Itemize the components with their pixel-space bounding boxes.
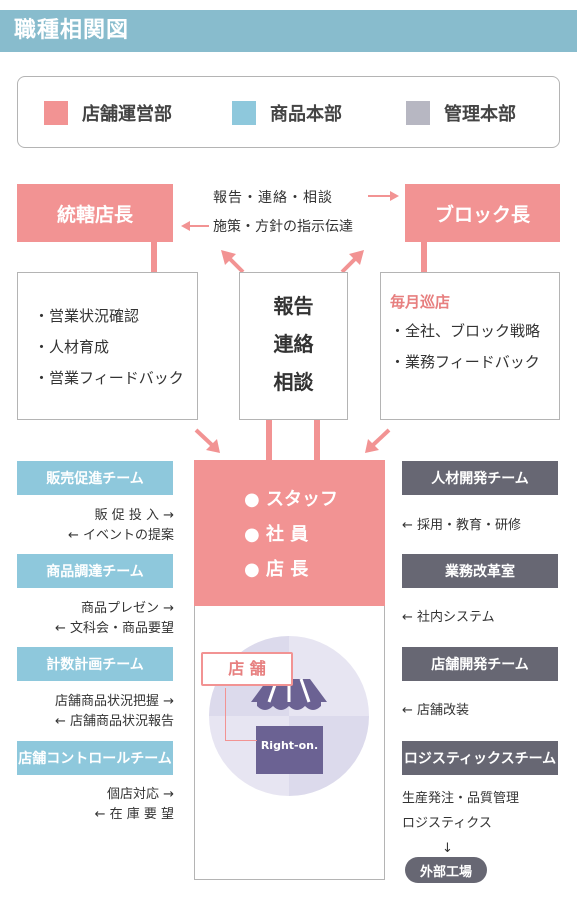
legend-swatch-pink (44, 101, 68, 125)
store-label: 店 舗 (201, 652, 293, 686)
team-store-control: 店舗コントロールチーム (17, 741, 173, 775)
store-label-pointer-h (225, 740, 257, 741)
store-logo: Right-on. (260, 739, 319, 752)
team-procurement: 商品調達チーム (17, 554, 173, 588)
arrow-down-right-icon (194, 428, 220, 453)
role-block-manager: ブロック長 (405, 184, 560, 242)
legend (17, 76, 560, 148)
team-procurement-notes: 商品プレゼン → ← 文科会・商品要望 (17, 599, 174, 639)
note-line: ← 文科会・商品要望 (54, 621, 174, 636)
arrow-left-icon (181, 221, 209, 231)
legend-label: 管理本部 (444, 104, 516, 125)
legend-item-merch: 商品本部 (232, 100, 342, 126)
block-manager-duties: 毎月巡店 ・全社、ブロック戦略 ・業務フィードバック (380, 272, 560, 420)
report-text: 報告・連絡・相談 (213, 190, 333, 206)
staff-item: ● 店 長 (244, 559, 309, 580)
connector-center-left (266, 420, 272, 460)
team-business-reform-notes: ← 社内システム (402, 610, 495, 625)
legend-item-admin: 管理本部 (406, 100, 516, 126)
team-numerical-planning: 計数計画チーム (17, 647, 173, 681)
legend-label: 商品本部 (270, 104, 342, 125)
note-line: ← 店舗商品状況報告 (54, 714, 174, 729)
role-general-store-manager: 統轄店長 (17, 184, 173, 242)
team-store-development: 店舗開発チーム (402, 647, 558, 681)
team-sales-promotion-notes: 販 促 投 入 → ← イベントの提案 (17, 506, 174, 546)
legend-swatch-blue (232, 101, 256, 125)
team-store-development-notes: ← 店舗改装 (402, 703, 470, 718)
comm-line: 連絡 (273, 332, 314, 356)
monthly-visit-heading: 毎月巡店 (390, 293, 451, 311)
note-line: 個店対応 → (106, 787, 174, 802)
team-hr-development: 人材開発チーム (402, 461, 558, 495)
page-title: 職種相関図 (14, 18, 130, 43)
directive-text: 施策・方針の指示伝達 (213, 219, 353, 235)
note-line: ← 在 庫 要 望 (94, 807, 174, 822)
general-manager-duties: ・営業状況確認 ・人材育成 ・営業フィードバック (17, 272, 198, 420)
store-staff-block: ● スタッフ ● 社 員 ● 店 長 (194, 460, 385, 606)
team-hr-development-notes: ← 採用・教育・研修 (402, 518, 522, 533)
comm-line: 報告 (273, 294, 314, 318)
connector-right (421, 242, 427, 272)
arrow-down-icon: ↓ (442, 841, 453, 856)
connector-left (151, 242, 157, 272)
arrow-right-icon (368, 191, 399, 201)
note-line: ← イベントの提案 (67, 528, 174, 543)
legend-item-store-ops: 店舗運営部 (44, 100, 172, 126)
duty-item: ・人材育成 (34, 338, 110, 356)
team-business-reform: 業務改革室 (402, 554, 558, 588)
team-sales-promotion: 販売促進チーム (17, 461, 173, 495)
team-logistics-notes: 生産発注・品質管理 ロジスティクス ↓ (402, 786, 519, 861)
staff-item: ● 社 員 (244, 524, 309, 545)
note-line: ロジスティクス (402, 816, 492, 831)
title-bar (0, 10, 577, 52)
team-store-control-notes: 個店対応 → ← 在 庫 要 望 (17, 785, 174, 825)
external-factory-badge: 外部工場 (405, 857, 487, 883)
arrow-down-left-icon (365, 428, 391, 453)
team-logistics: ロジスティックスチーム (402, 741, 558, 775)
note-line: 商品プレゼン → (80, 601, 174, 616)
team-numerical-planning-notes: 店舗商品状況把握 → ← 店舗商品状況報告 (17, 692, 174, 732)
note-line: 店舗商品状況把握 → (54, 694, 174, 709)
duty-item: ・営業状況確認 (34, 307, 140, 325)
duty-item: ・業務フィードバック (390, 353, 540, 371)
duty-item: ・全社、ブロック戦略 (390, 322, 541, 340)
store-illustration (209, 636, 369, 796)
legend-swatch-gray (406, 101, 430, 125)
store-label-pointer (225, 688, 226, 740)
legend-label: 店舗運営部 (82, 104, 172, 125)
communication-box: 報告 連絡 相談 (239, 272, 348, 420)
staff-item: ● スタッフ (244, 489, 338, 510)
comm-line: 相談 (273, 370, 314, 394)
note-line: 生産発注・品質管理 (402, 791, 520, 806)
note-line: 販 促 投 入 → (94, 508, 174, 523)
arrow-up-left-icon (221, 250, 245, 274)
connector-center-right (314, 420, 320, 460)
shop-awning-icon (251, 678, 327, 774)
duty-item: ・営業フィードバック (34, 369, 184, 387)
arrow-up-right-icon (340, 250, 364, 274)
